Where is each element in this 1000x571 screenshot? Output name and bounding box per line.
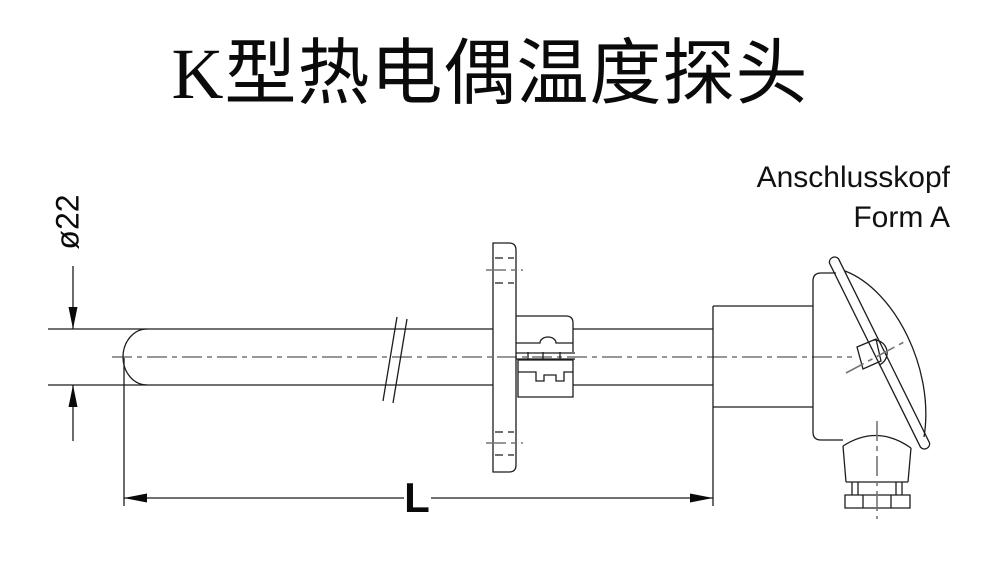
head-body-outline xyxy=(812,272,843,441)
length-dimension: L xyxy=(123,358,714,521)
lid-screw-head-arc xyxy=(872,339,888,366)
drawing-title: K型热电偶温度探头 xyxy=(171,34,809,114)
length-dim-text: L xyxy=(404,474,430,521)
gland-nut xyxy=(844,494,911,509)
connection-head-label-line2: Form A xyxy=(853,201,950,234)
connection-head-label: Anschlusskopf Form A xyxy=(757,158,950,238)
cable-gland xyxy=(842,421,912,519)
probe-tube xyxy=(48,328,713,386)
diameter-dimension: ø22 xyxy=(49,194,85,441)
clamp-upper-block-bottom xyxy=(516,336,573,344)
tube-rounded-tip xyxy=(122,328,148,386)
hinged-lid-dome xyxy=(844,270,927,438)
gland-left-side xyxy=(842,445,847,483)
clamp-upper-block-outline xyxy=(516,315,574,352)
break-line-2 xyxy=(392,318,408,404)
connection-head-label-line1: Anschlusskopf xyxy=(756,161,950,194)
clamp-lower-notch-profile xyxy=(518,371,573,382)
adjustable-clamp xyxy=(516,315,575,398)
clamp-split-plate xyxy=(516,352,575,360)
diameter-arrow-up xyxy=(68,385,78,407)
length-arrow-right xyxy=(690,493,713,503)
clamp-lower-block xyxy=(517,359,574,398)
lid-screw xyxy=(845,338,905,374)
length-arrow-left xyxy=(124,493,147,503)
connection-head xyxy=(812,256,931,519)
lid-screw-centerline xyxy=(845,341,905,374)
flange-plate xyxy=(492,242,517,473)
diameter-dim-text: ø22 xyxy=(49,194,85,249)
lid-screw-body xyxy=(856,338,882,370)
hinged-lid-rim xyxy=(828,256,931,450)
mounting-flange xyxy=(486,242,523,473)
pipe-break-marks xyxy=(382,316,408,404)
break-line-1 xyxy=(382,316,398,402)
neck-adapter xyxy=(712,305,813,408)
gland-right-side xyxy=(907,447,912,483)
diameter-arrow-down xyxy=(68,307,78,329)
